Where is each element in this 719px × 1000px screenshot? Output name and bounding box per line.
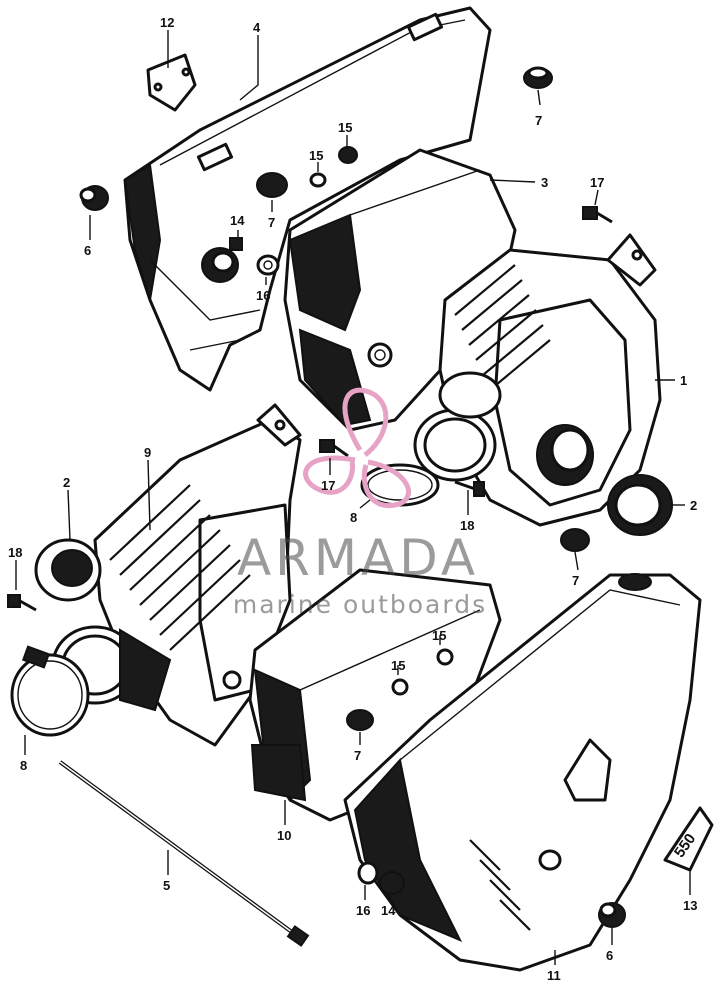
part-11-side-cover-lower (343, 573, 702, 972)
part-15-washers-lower (391, 648, 454, 696)
leader-lines (15, 30, 691, 965)
callout-15: 15 (432, 628, 446, 643)
part-6-nut-bottom (598, 902, 626, 928)
callout-15: 15 (338, 120, 352, 135)
part-5-long-bolt (58, 760, 310, 947)
callout-8: 8 (20, 758, 27, 773)
callout-8: 8 (350, 510, 357, 525)
watermark-tagline: marine outboards (233, 590, 487, 619)
watermark: ARMADA marine outboards (233, 387, 487, 619)
callout-2: 2 (63, 475, 70, 490)
callout-16: 16 (356, 903, 370, 918)
callout-6: 6 (606, 948, 613, 963)
part-12-bracket (146, 53, 197, 112)
callout-18: 18 (8, 545, 22, 560)
part-10-filter-case-lower (248, 568, 502, 822)
part-7-grommet-mid (560, 528, 590, 552)
callout-4: 4 (253, 20, 261, 35)
part-8-clamp-band-lower (10, 645, 90, 737)
callout-6: 6 (84, 243, 91, 258)
part-18-screw-left (7, 594, 37, 612)
part-4-side-cover-upper (123, 6, 492, 392)
callout-17: 17 (321, 478, 335, 493)
part-7-grommet-top (523, 66, 553, 89)
part-15-washers-top (309, 146, 358, 188)
callout-7: 7 (354, 748, 361, 763)
part-16-washer-top (256, 254, 280, 276)
callout-11: 11 (547, 968, 561, 983)
callout-18: 18 (460, 518, 474, 533)
armada-logo-icon (303, 387, 411, 509)
callout-5: 5 (163, 878, 170, 893)
callout-1: 1 (680, 373, 687, 388)
callout-16: 16 (256, 288, 270, 303)
callout-12: 12 (160, 15, 174, 30)
callout-7: 7 (572, 573, 579, 588)
part-7-grommet-lower (346, 709, 374, 731)
watermark-brand: ARMADA (237, 529, 479, 587)
callout-9: 9 (144, 445, 151, 460)
part-14-collar-lower (379, 871, 405, 895)
callout-10: 10 (277, 828, 291, 843)
callout-7: 7 (268, 215, 275, 230)
callout-numbers: 12 4 7 15 15 3 17 6 14 7 16 1 9 2 17 8 1… (8, 15, 697, 983)
part-18-screw-right (454, 480, 485, 497)
callout-14: 14 (230, 213, 245, 228)
part-6-nut-top (79, 185, 109, 211)
part-8-clamp-band-upper (360, 463, 440, 507)
part-7-grommet-cover (256, 172, 288, 198)
callout-15: 15 (309, 148, 323, 163)
callout-17: 17 (590, 175, 604, 190)
part-connecting-tube-upper (413, 371, 502, 482)
part-2-grommet-left (34, 538, 102, 602)
part-17-bolt-mid (319, 439, 349, 458)
part-16-washer-lower (357, 861, 379, 885)
callout-3: 3 (541, 175, 548, 190)
callout-2: 2 (690, 498, 697, 513)
part-2-grommet-right (607, 474, 673, 536)
part-13-emblem: 550 (663, 806, 714, 872)
part-17-bolt-top (582, 206, 613, 224)
part-1-air-cleaner-element (438, 233, 662, 527)
callout-7: 7 (535, 113, 542, 128)
callout-14: 14 (381, 903, 396, 918)
callout-13: 13 (683, 898, 697, 913)
callout-15: 15 (391, 658, 405, 673)
part-14-collar-top (201, 237, 243, 283)
